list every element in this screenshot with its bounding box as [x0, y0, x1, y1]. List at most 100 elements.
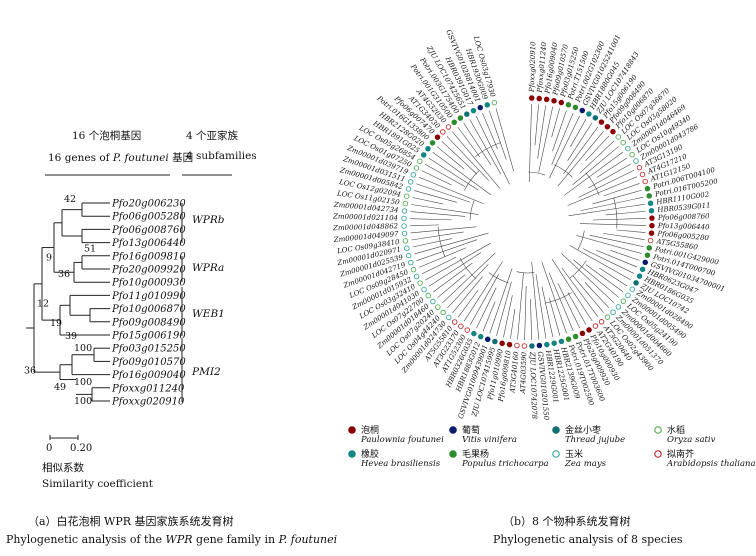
species-marker: [620, 139, 626, 146]
species-marker: [440, 309, 446, 316]
species-marker: [420, 152, 427, 158]
leaf-label: Pfoxxg020910: [111, 397, 185, 408]
species-marker: [514, 342, 520, 349]
caption-a-en: Phylogenetic analysis of the WPR gene fa…: [6, 533, 338, 546]
leaf-label: Pfo06g005280: [111, 212, 186, 223]
species-marker: [410, 172, 417, 178]
legend-label-cn: 水稻: [667, 426, 686, 436]
species-marker: [451, 119, 458, 126]
tree-leaf-label: ZJU LOC107420781: [528, 351, 538, 420]
species-marker: [451, 319, 458, 325]
species-marker: [551, 340, 557, 346]
legend-marker: [449, 426, 457, 434]
species-marker: [421, 286, 427, 293]
species-marker: [646, 245, 653, 251]
leaf-label: Pfo13g006440: [111, 238, 186, 249]
species-marker: [565, 336, 572, 342]
legend-label-en: Oryza sativ: [667, 435, 716, 445]
species-marker: [648, 207, 655, 214]
bootstrap-value: 100: [74, 377, 92, 388]
species-marker: [551, 98, 557, 104]
species-marker: [620, 298, 627, 305]
species-marker: [445, 124, 452, 130]
bootstrap-value: 39: [65, 331, 77, 342]
legend-label-en: Thread jujube: [565, 435, 626, 445]
species-marker: [435, 304, 441, 310]
tree-leaf-label: Pfoxxg020910: [528, 41, 538, 93]
species-marker: [440, 129, 446, 135]
species-marker: [644, 252, 651, 258]
species-marker: [644, 185, 651, 192]
legend-markers: [348, 426, 662, 458]
legend-marker: [552, 426, 560, 434]
legend-label-en: Hevea brasiliensis: [361, 459, 441, 469]
subfamily-label-wpra: WPRa: [192, 262, 225, 274]
species-marker: [425, 145, 431, 152]
species-marker: [636, 164, 643, 171]
species-marker: [529, 343, 535, 349]
leaf-label: Pfo09g008490: [111, 317, 186, 328]
leaf-label: Pfo16g009810: [111, 251, 186, 262]
leaf-label: Pfo20g006230: [111, 199, 186, 210]
species-marker: [484, 336, 491, 343]
species-marker: [647, 200, 654, 207]
species-marker: [407, 179, 414, 185]
circular-tree: Pfoxxg020910Pfoxxg011240Pfo16g009040Pfo0…: [332, 29, 726, 420]
leaf-label: Pfo16g009040: [111, 370, 186, 381]
species-marker: [598, 319, 605, 325]
species-marker: [642, 178, 648, 185]
species-marker: [639, 171, 646, 178]
wpr-gene-tree: Pfo20g006230Pfo06g005280Pfo06g008760Pfo1…: [24, 174, 232, 440]
species-marker: [403, 193, 410, 199]
leaf-label: Pfo06g008760: [111, 225, 186, 236]
caption-b-en: Phylogenetic analysis of 8 species: [493, 533, 683, 546]
species-marker: [579, 330, 586, 337]
species-marker: [405, 252, 412, 259]
species-marker: [408, 259, 414, 266]
leaf-label: Pfoxxg011240: [111, 383, 185, 394]
species-marker: [404, 245, 410, 252]
species-marker: [615, 134, 622, 140]
species-marker: [598, 119, 605, 125]
species-marker: [629, 151, 635, 158]
leaf-label: Pfo11g010990: [111, 291, 186, 302]
species-marker: [536, 95, 542, 102]
species-marker: [434, 134, 441, 140]
bootstrap-value: 49: [54, 382, 66, 393]
species-marker: [470, 107, 477, 114]
bootstrap-value: 9: [46, 253, 52, 264]
tree-leaf-label: Pfo06g008760: [657, 212, 710, 222]
species-marker: [604, 123, 611, 130]
species-marker: [464, 327, 471, 333]
legend-label-cn: 玉米: [565, 450, 584, 460]
species-marker: [492, 338, 498, 345]
legend-label-cn: 拟南芥: [667, 450, 695, 460]
legend-label-en: Populus trichocarpa: [462, 459, 549, 469]
legend-marker: [654, 450, 662, 458]
species-marker: [586, 111, 592, 117]
tree-leaf-label: AT3G40160: [509, 351, 521, 395]
legend-marker: [552, 450, 560, 458]
species-marker: [558, 99, 565, 106]
species-marker: [506, 341, 513, 348]
species-marker: [402, 200, 409, 207]
species-marker: [405, 186, 412, 192]
legend-label-en: Paulownia foutunei: [361, 435, 444, 445]
species-marker: [536, 342, 543, 349]
species-marker: [402, 238, 409, 244]
species-marker: [625, 292, 631, 299]
species-marker: [491, 99, 498, 106]
leaf-label: Pfo15g006190: [111, 331, 186, 342]
scale-zero: 0: [46, 443, 53, 454]
legend-label-cn: 金丝小枣: [565, 426, 602, 436]
bootstrap-value: 19: [50, 318, 62, 329]
species-marker: [610, 309, 616, 315]
caption-a-cn: （a）白花泡桐 WPR 基因家族系统发育树: [28, 515, 234, 528]
legend-label-en: Arabidopsis thaliana: [667, 459, 756, 469]
species-marker: [413, 165, 420, 171]
species-marker: [610, 128, 616, 135]
species-marker: [572, 333, 579, 340]
species-marker: [457, 115, 464, 121]
subfamily-label-web1: WEB1: [192, 308, 225, 320]
caption-b-cn: （b）8 个物种系统发育树: [503, 515, 631, 528]
